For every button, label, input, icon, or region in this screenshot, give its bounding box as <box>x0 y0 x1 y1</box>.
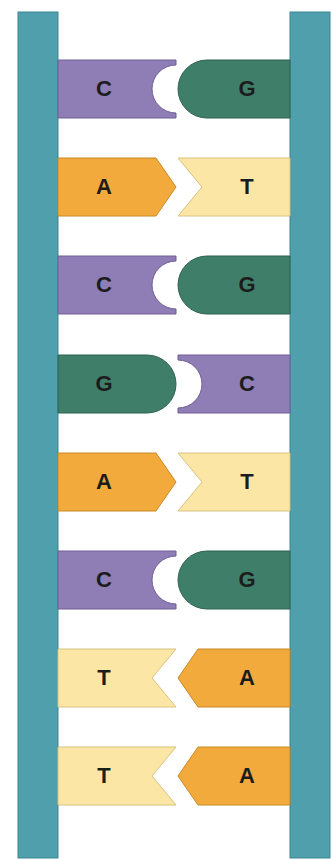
base-letter: C <box>239 373 255 395</box>
nucleotide-base: T <box>58 747 176 805</box>
base-letter: C <box>96 78 112 100</box>
nucleotide-base: G <box>178 256 290 314</box>
base-letter: A <box>96 471 112 493</box>
nucleotide-base: G <box>58 355 176 413</box>
base-outline <box>58 256 176 314</box>
base-shape <box>178 551 290 609</box>
base-outline <box>58 747 176 805</box>
base-outline <box>58 355 176 413</box>
nucleotide-base: A <box>58 453 176 511</box>
base-shape <box>178 256 290 314</box>
nucleotide-base: C <box>58 256 176 314</box>
nucleotide-base: T <box>178 453 290 511</box>
base-letter: T <box>240 176 253 198</box>
base-shape <box>178 158 290 216</box>
base-letter: A <box>239 667 255 689</box>
base-letter: T <box>240 471 253 493</box>
base-shape <box>178 747 290 805</box>
base-shape <box>58 649 176 707</box>
base-letter: T <box>97 667 110 689</box>
base-letter: T <box>97 765 110 787</box>
base-outline <box>178 355 290 413</box>
base-shape <box>178 453 290 511</box>
nucleotide-base: T <box>178 158 290 216</box>
base-shape <box>178 60 290 118</box>
base-letter: C <box>96 569 112 591</box>
base-outline <box>178 453 290 511</box>
base-letter: G <box>238 78 255 100</box>
base-outline <box>58 453 176 511</box>
base-letter: G <box>95 373 112 395</box>
base-shape <box>58 453 176 511</box>
base-outline <box>178 551 290 609</box>
base-letter: C <box>96 274 112 296</box>
base-shape <box>58 551 176 609</box>
nucleotide-base: C <box>178 355 290 413</box>
base-outline <box>58 60 176 118</box>
nucleotide-base: T <box>58 649 176 707</box>
base-letter: A <box>96 176 112 198</box>
base-outline <box>178 256 290 314</box>
base-outline <box>178 158 290 216</box>
base-letter: A <box>239 765 255 787</box>
base-shape <box>58 60 176 118</box>
base-shape <box>58 355 176 413</box>
base-outline <box>58 649 176 707</box>
nucleotide-base: C <box>58 60 176 118</box>
nucleotide-base: G <box>178 60 290 118</box>
base-shape <box>58 256 176 314</box>
nucleotide-base: C <box>58 551 176 609</box>
sugar-phosphate-backbone <box>290 12 330 858</box>
base-shape <box>58 747 176 805</box>
base-outline <box>178 60 290 118</box>
base-shape <box>178 649 290 707</box>
nucleotide-base: G <box>178 551 290 609</box>
base-letter: G <box>238 274 255 296</box>
base-shape <box>178 355 290 413</box>
nucleotide-base: A <box>178 747 290 805</box>
base-outline <box>178 747 290 805</box>
nucleotide-base: A <box>58 158 176 216</box>
base-outline <box>58 158 176 216</box>
base-outline <box>178 649 290 707</box>
base-letter: G <box>238 569 255 591</box>
base-shape <box>58 158 176 216</box>
sugar-phosphate-backbone <box>18 12 58 858</box>
nucleotide-base: A <box>178 649 290 707</box>
base-outline <box>58 551 176 609</box>
